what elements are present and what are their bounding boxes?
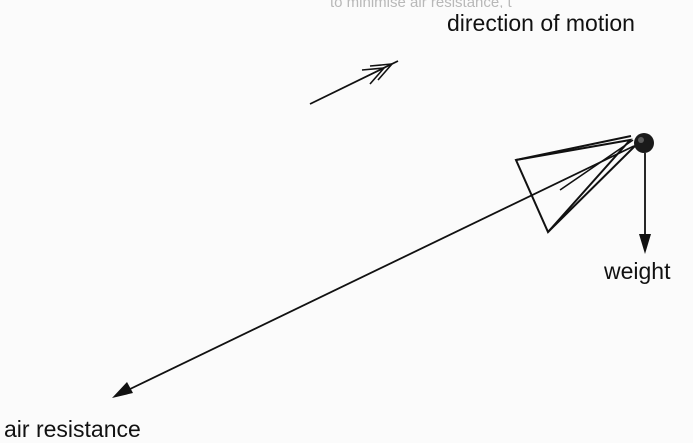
air-resistance-arrow [112, 145, 635, 398]
cork-highlight [638, 137, 644, 143]
air-resistance-label: air resistance [4, 416, 141, 442]
weight-arrow [639, 153, 651, 254]
direction-of-motion-arrow [309, 60, 399, 105]
weight-label: weight [604, 258, 671, 284]
cropped-text-fragment: to minimise air resistance, t [330, 0, 693, 8]
shuttlecock-cork [634, 133, 654, 153]
shuttlecock-skirt [514, 135, 637, 234]
direction-of-motion-label: direction of motion [447, 10, 635, 36]
